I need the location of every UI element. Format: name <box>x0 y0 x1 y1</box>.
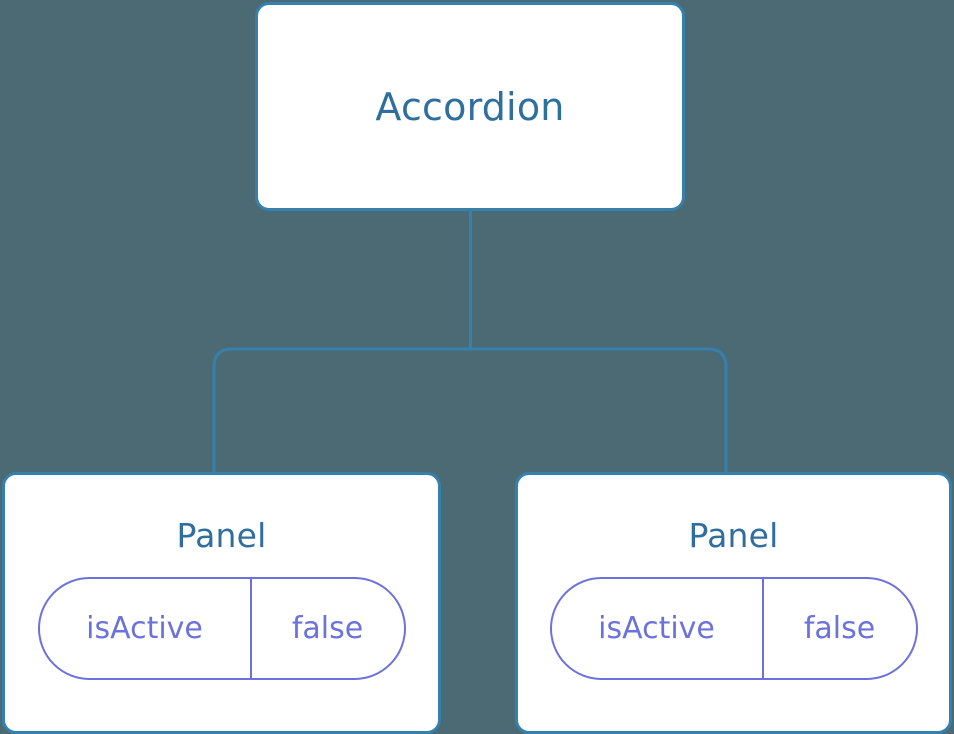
node-title: Panel <box>688 516 779 555</box>
node-panel-1[interactable]: Panel isActive false <box>515 472 952 734</box>
node-title: Panel <box>176 516 267 555</box>
node-panel-0[interactable]: Panel isActive false <box>2 472 441 734</box>
node-accordion[interactable]: Accordion <box>255 2 685 211</box>
prop-key: isActive <box>40 579 252 678</box>
prop-pill-isactive[interactable]: isActive false <box>37 577 406 680</box>
prop-pill-isactive[interactable]: isActive false <box>549 577 918 680</box>
connector-branch-left <box>212 347 471 474</box>
prop-value: false <box>291 610 364 646</box>
connector-branch-right <box>470 347 728 474</box>
node-title: Accordion <box>375 84 565 129</box>
prop-value: false <box>803 610 876 646</box>
prop-key: isActive <box>552 579 764 678</box>
